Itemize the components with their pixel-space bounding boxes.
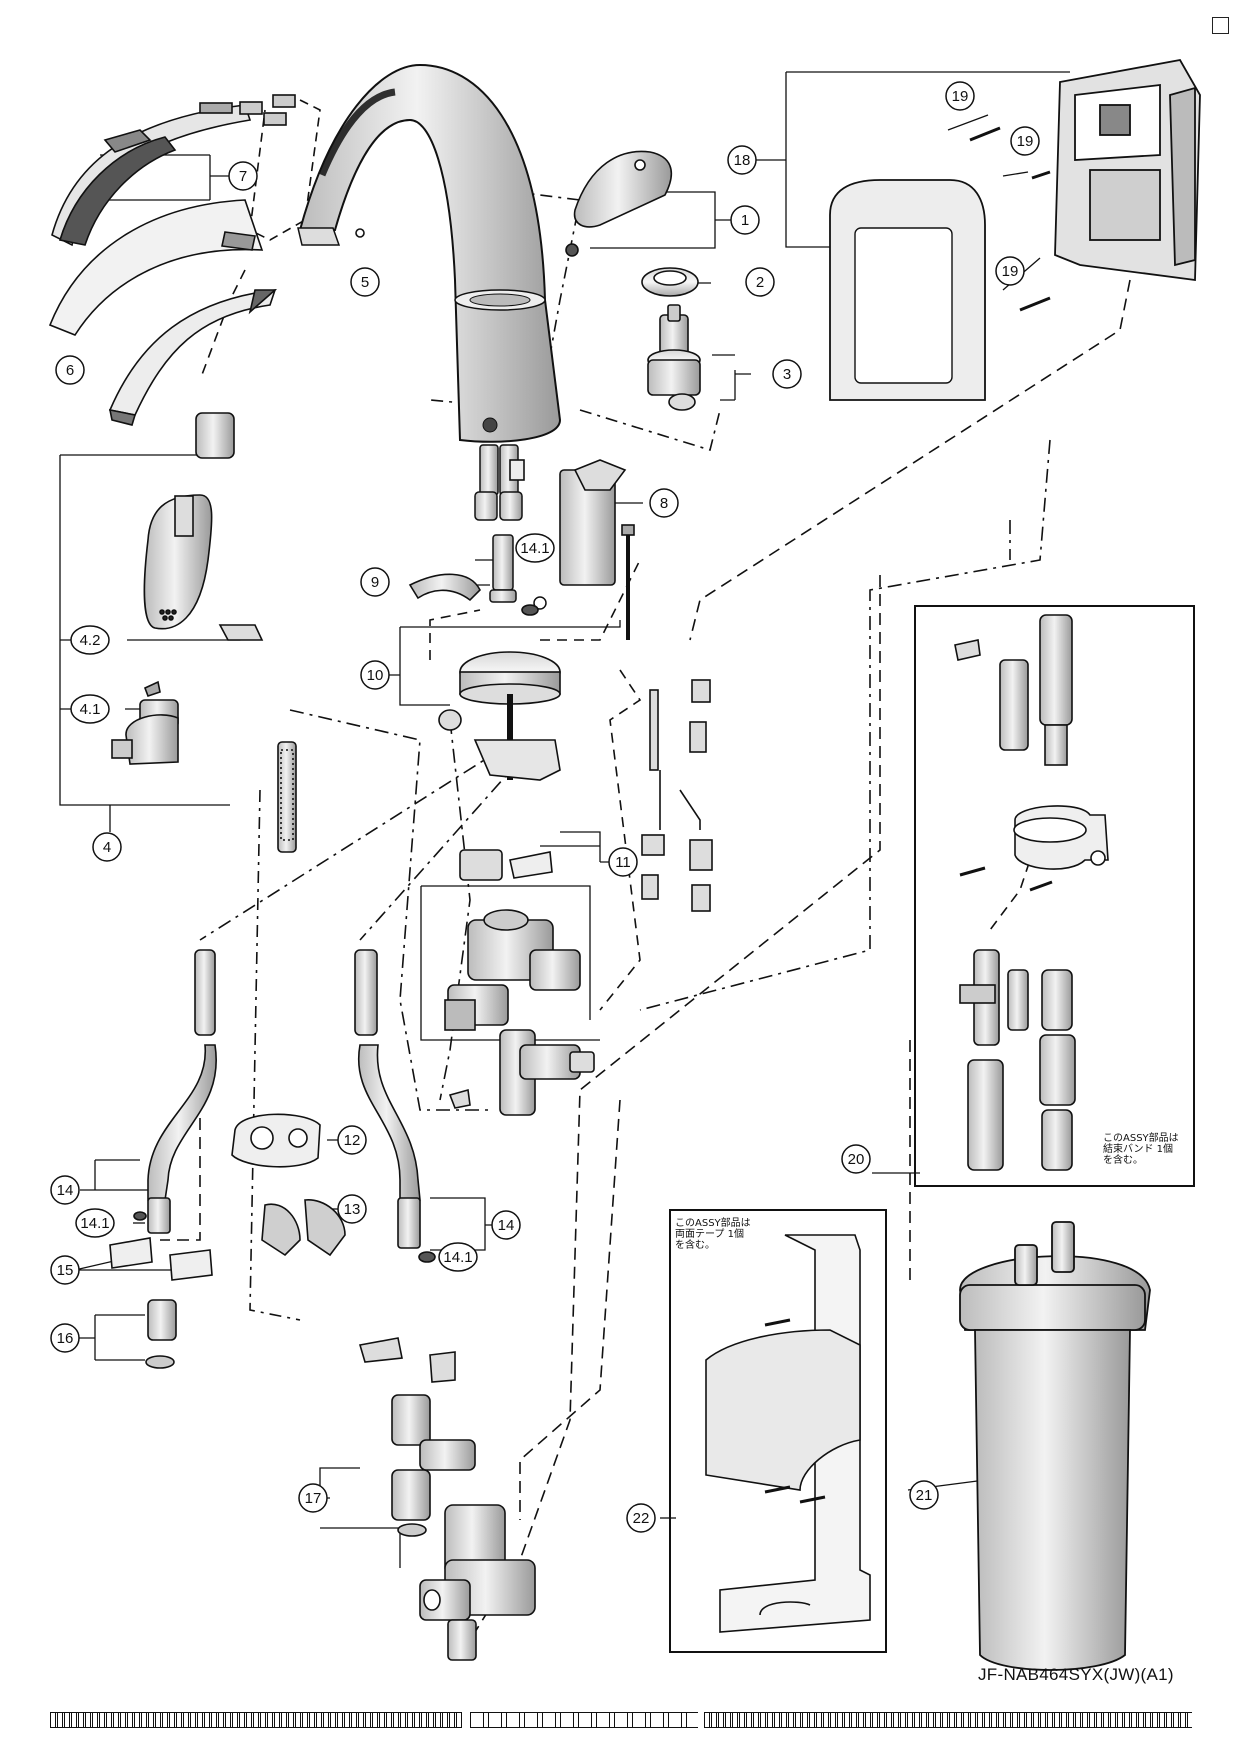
callout-10: 10: [360, 660, 390, 690]
svg-text:19: 19: [1002, 263, 1019, 280]
handle-cartridge-parts: [565, 150, 701, 411]
svg-text:11: 11: [615, 854, 631, 871]
callout-13: 13: [337, 1194, 367, 1224]
svg-text:6: 6: [66, 362, 74, 379]
callout-14-left: 14: [50, 1175, 80, 1205]
callout-4: 4: [92, 832, 122, 862]
svg-text:16: 16: [57, 1330, 74, 1347]
callout-21: 21: [909, 1480, 939, 1510]
svg-text:12: 12: [344, 1132, 361, 1149]
callout-6: 6: [55, 355, 85, 385]
model-code: JF-NAB464SYX(JW)(A1): [978, 1665, 1174, 1684]
electric-valve-parts: [444, 849, 595, 1116]
assembly-note-band: このASSY部品は 結束バンド 1個 を含む。: [1103, 1133, 1179, 1166]
assembly-guide-lines: [160, 99, 1131, 1641]
callout-14-1-top: 14.1: [515, 533, 555, 563]
callout-14-1-left: 14.1: [75, 1208, 115, 1238]
svg-text:19: 19: [952, 88, 969, 105]
callout-22: 22: [626, 1503, 656, 1533]
filter-bracket-part: [705, 1234, 871, 1633]
callout-3: 3: [772, 359, 802, 389]
svg-text:17: 17: [305, 1490, 322, 1507]
svg-text:14.1: 14.1: [520, 540, 549, 557]
svg-text:9: 9: [371, 574, 379, 591]
callout-20: 20: [841, 1144, 871, 1174]
svg-text:7: 7: [239, 168, 247, 185]
callout-1: 1: [730, 205, 760, 235]
mounting-parts: [408, 459, 635, 781]
svg-text:4.2: 4.2: [80, 632, 101, 649]
svg-text:14.1: 14.1: [80, 1215, 109, 1232]
callout-9: 9: [360, 567, 390, 597]
svg-text:18: 18: [734, 152, 751, 169]
callout-12: 12: [337, 1125, 367, 1155]
wiring-harness: [641, 679, 713, 912]
pull-out-head-parts: [111, 412, 297, 853]
callout-2: 2: [745, 267, 775, 297]
svg-text:10: 10: [367, 667, 384, 684]
assembly-box-20: [914, 605, 1195, 1187]
callout-markers: 1 2 3 4 4.1 4.2 5 6 7 8 9 10 11 12 13 14…: [50, 81, 1040, 1533]
svg-text:4.1: 4.1: [80, 701, 101, 718]
callout-16: 16: [50, 1323, 80, 1353]
svg-text:5: 5: [361, 274, 369, 291]
callout-11: 11: [608, 847, 638, 877]
callout-19-bottom: 19: [995, 256, 1025, 286]
svg-text:2: 2: [756, 274, 764, 291]
checkbox-square: [1212, 17, 1229, 34]
svg-text:8: 8: [660, 495, 668, 512]
callout-19-mid: 19: [1010, 126, 1040, 156]
callout-18: 18: [727, 145, 757, 175]
svg-text:14: 14: [498, 1217, 515, 1234]
footer-glyphs-middle: [470, 1712, 698, 1728]
cover-bracket-parts: [829, 58, 1201, 401]
svg-text:14.1: 14.1: [443, 1249, 472, 1266]
svg-text:22: 22: [633, 1510, 650, 1527]
stop-valve-parts: [358, 1337, 536, 1661]
svg-text:20: 20: [848, 1151, 865, 1168]
svg-text:15: 15: [57, 1262, 74, 1279]
callout-4-2: 4.2: [70, 625, 110, 655]
svg-text:21: 21: [916, 1487, 933, 1504]
faucet-spout: [297, 63, 562, 443]
footer-glyph-strip: [50, 1712, 1192, 1728]
svg-text:1: 1: [741, 212, 749, 229]
callout-8: 8: [649, 488, 679, 518]
callout-4-1: 4.1: [70, 694, 110, 724]
svg-text:14: 14: [57, 1182, 74, 1199]
filter-cartridge: [959, 1221, 1151, 1671]
spout-valve-stems: [474, 444, 547, 610]
footer-glyphs-right: [704, 1712, 1192, 1728]
svg-text:19: 19: [1017, 133, 1034, 150]
filter-connector-parts: [954, 614, 1109, 1171]
callout-19-top: 19: [945, 81, 975, 111]
svg-text:3: 3: [783, 366, 791, 383]
callout-14-1-right: 14.1: [438, 1242, 478, 1272]
svg-text:4: 4: [103, 839, 111, 856]
callout-15: 15: [50, 1255, 80, 1285]
hose-parts: [109, 949, 436, 1369]
footer-glyphs-left: [50, 1712, 462, 1728]
callout-17: 17: [298, 1483, 328, 1513]
callout-5: 5: [350, 267, 380, 297]
spout-cover-parts: [48, 94, 365, 426]
callout-14-right: 14: [491, 1210, 521, 1240]
assembly-box-22: [669, 1209, 887, 1653]
svg-text:13: 13: [344, 1201, 361, 1218]
assembly-note-tape: このASSY部品は 両面テープ 1個 を含む。: [675, 1218, 751, 1251]
callout-7: 7: [228, 161, 258, 191]
